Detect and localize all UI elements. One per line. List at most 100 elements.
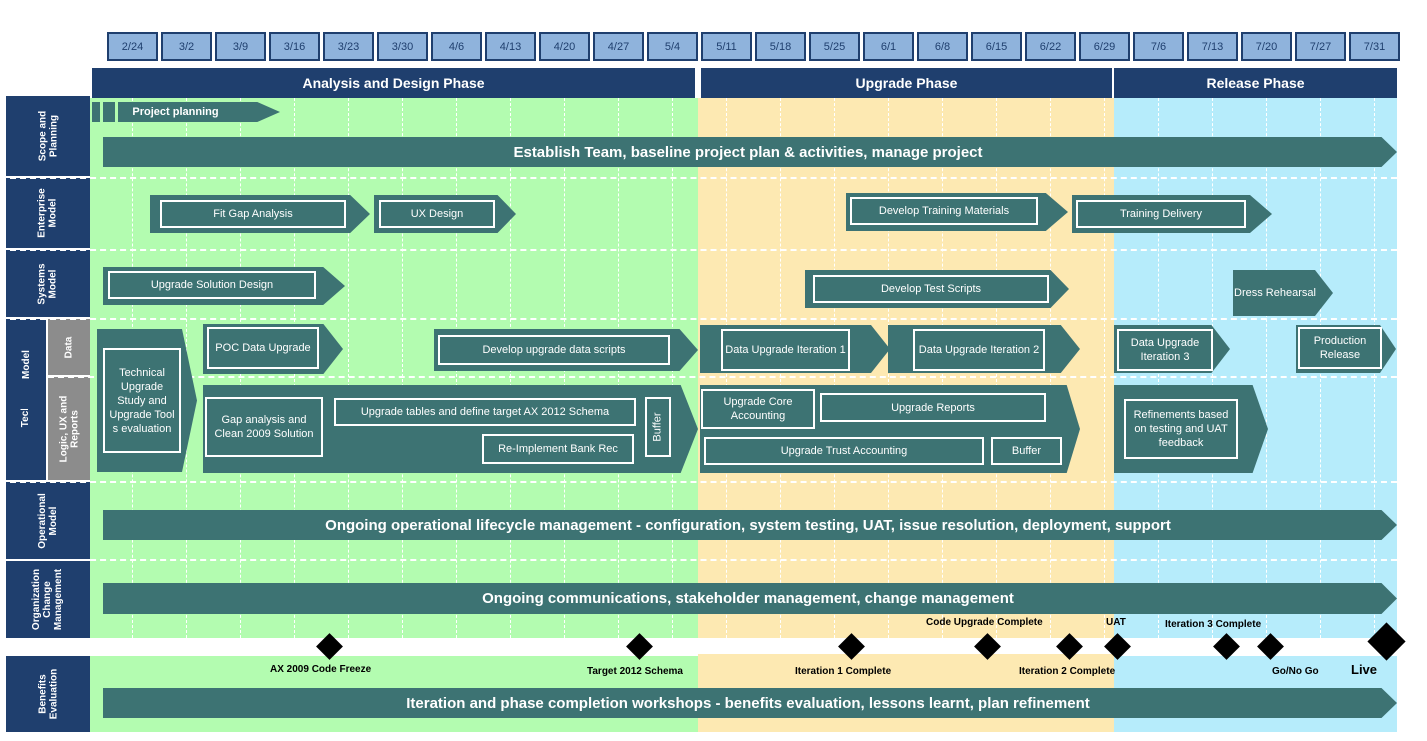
establish-team-label: Establish Team, baseline project plan & …: [513, 143, 983, 161]
data-iter2-box: Data Upgrade Iteration 2: [913, 329, 1045, 371]
ongoing-ops-arrow: [103, 510, 1397, 540]
ongoing-ops-label: Ongoing operational lifecycle management…: [325, 516, 1171, 534]
row-label-operational-text: Operational Model: [36, 492, 59, 549]
date-cell: 6/29: [1079, 32, 1130, 61]
row-label-systems-text: Systems Model: [36, 262, 59, 305]
buffer1-box: Buffer: [645, 397, 671, 457]
poc-data-box: POC Data Upgrade: [207, 327, 319, 369]
milestone-code-upgrade-complete-label: Code Upgrade Complete: [926, 617, 1043, 628]
row-label-logic-text: Logic, UX and Reports: [58, 395, 81, 462]
upgrade-trust-box: Upgrade Trust Accounting: [704, 437, 984, 465]
planning-stub-1: [92, 102, 100, 122]
row-separator: [0, 177, 1427, 179]
milestone-go-no-go-label: Go/No Go: [1272, 666, 1319, 677]
date-cell: 3/30: [377, 32, 428, 61]
training-delivery-box: Training Delivery: [1076, 200, 1246, 228]
row-label-org-change-text: Organization Change Management: [31, 568, 65, 631]
week-gridline: [1266, 98, 1267, 638]
production-release-arrow: [1296, 325, 1396, 373]
iteration-workshops-label: Iteration and phase completion workshops…: [406, 694, 1090, 712]
week-gridline: [1104, 98, 1105, 638]
dev-upgrade-data-box: Develop upgrade data scripts: [438, 335, 670, 365]
row-separator: [0, 559, 1427, 561]
row-label-data: Data: [48, 319, 90, 375]
ongoing-comms-label: Ongoing communications, stakeholder mana…: [482, 590, 1014, 607]
row-label-benefits: Benefits Evaluation: [6, 656, 90, 732]
milestone-live-label: Live: [1351, 662, 1378, 677]
data-iter1-box: Data Upgrade Iteration 1: [721, 329, 850, 371]
establish-team-arrow: [103, 137, 1397, 167]
dev-test-scripts-box: Develop Test Scripts: [813, 275, 1049, 303]
production-release-box: Production Release: [1298, 327, 1382, 369]
date-cell: 4/6: [431, 32, 482, 61]
milestone-iter2-complete-label: Iteration 2 Complete: [1019, 666, 1116, 677]
week-gridline: [402, 98, 403, 638]
date-cell: 3/2: [161, 32, 212, 61]
date-cell: 4/27: [593, 32, 644, 61]
row-separator: [0, 481, 1427, 483]
ux-design-box: UX Design: [379, 200, 495, 228]
row-label-model: Model: [6, 319, 46, 409]
date-cell: 4/13: [485, 32, 536, 61]
row-label-scope-text: Scope and Planning: [36, 110, 59, 162]
row-label-data-text: Data: [63, 336, 75, 358]
ongoing-comms-arrow: [103, 583, 1397, 614]
project-planning-arrow: [118, 102, 280, 122]
row-separator: [48, 376, 1427, 378]
date-cell: 6/1: [863, 32, 914, 61]
date-cell: 7/6: [1133, 32, 1184, 61]
data-iter3-arrow: [1114, 325, 1230, 373]
row-label-model-text: Model: [20, 349, 32, 379]
planning-stub-2: [103, 102, 115, 122]
date-cell: 6/8: [917, 32, 968, 61]
row-label-scope: Scope and Planning: [6, 96, 90, 176]
gap-clean-box: Gap analysis and Clean 2009 Solution: [205, 397, 323, 457]
buffer2-box: Buffer: [991, 437, 1062, 465]
phase-header-analysis: Analysis and Design Phase: [92, 68, 695, 98]
fit-gap-box: Fit Gap Analysis: [160, 200, 346, 228]
iteration-workshops-arrow: [103, 688, 1397, 718]
data-iter3-box: Data Upgrade Iteration 3: [1117, 329, 1213, 371]
milestone-iter3-complete-label: Iteration 3 Complete: [1165, 619, 1262, 630]
date-cell: 2/24: [107, 32, 158, 61]
date-cell: 7/27: [1295, 32, 1346, 61]
data-iter2-arrow: [888, 325, 1080, 373]
date-cell: 3/9: [215, 32, 266, 61]
data-iter1-arrow: [700, 325, 890, 373]
milestone-iter1-complete-label: Iteration 1 Complete: [795, 666, 892, 677]
upgrade-tables-box: Upgrade tables and define target AX 2012…: [334, 398, 636, 426]
dress-rehearsal-label: Dress Rehearsal: [1234, 287, 1316, 299]
upgrade-solution-design-box: Upgrade Solution Design: [108, 271, 316, 299]
date-cell: 5/25: [809, 32, 860, 61]
date-cell: 4/20: [539, 32, 590, 61]
date-cell: 7/31: [1349, 32, 1400, 61]
upgrade-core-box: Upgrade Core Accounting: [701, 389, 815, 429]
row-label-systems: Systems Model: [6, 250, 90, 317]
date-cell: 7/20: [1241, 32, 1292, 61]
row-label-logic: Logic, UX and Reports: [48, 377, 90, 480]
row-separator: [0, 318, 1427, 320]
date-cell: 6/15: [971, 32, 1022, 61]
week-gridline: [348, 98, 349, 638]
refinements-box: Refinements based on testing and UAT fee…: [1124, 399, 1238, 459]
row-label-enterprise-text: Enterprise Model: [37, 188, 59, 238]
row-label-benefits-text: Benefits Evaluation: [36, 668, 59, 720]
reimplement-bank-box: Re-Implement Bank Rec: [482, 434, 634, 464]
phase-header-release: Release Phase: [1114, 68, 1397, 98]
project-planning-label: Project planning: [132, 106, 219, 118]
milestone-target-schema-label: Target 2012 Schema: [587, 666, 683, 677]
date-cell: 5/4: [647, 32, 698, 61]
dev-training-box: Develop Training Materials: [850, 197, 1038, 225]
date-cell: 6/22: [1025, 32, 1076, 61]
row-label-enterprise: Enterprise Model: [6, 178, 90, 248]
date-cell: 3/23: [323, 32, 374, 61]
row-label-org-change: Organization Change Management: [6, 561, 90, 638]
row-label-operational: Operational Model: [6, 482, 90, 559]
upgrade-reports-box: Upgrade Reports: [820, 393, 1046, 422]
milestone-ax2009-freeze-label: AX 2009 Code Freeze: [270, 664, 372, 675]
date-cell: 5/18: [755, 32, 806, 61]
phase-header-upgrade: Upgrade Phase: [701, 68, 1112, 98]
dress-rehearsal-arrow: [1233, 270, 1333, 316]
poc-data-arrow: [203, 324, 343, 374]
date-cell: 7/13: [1187, 32, 1238, 61]
